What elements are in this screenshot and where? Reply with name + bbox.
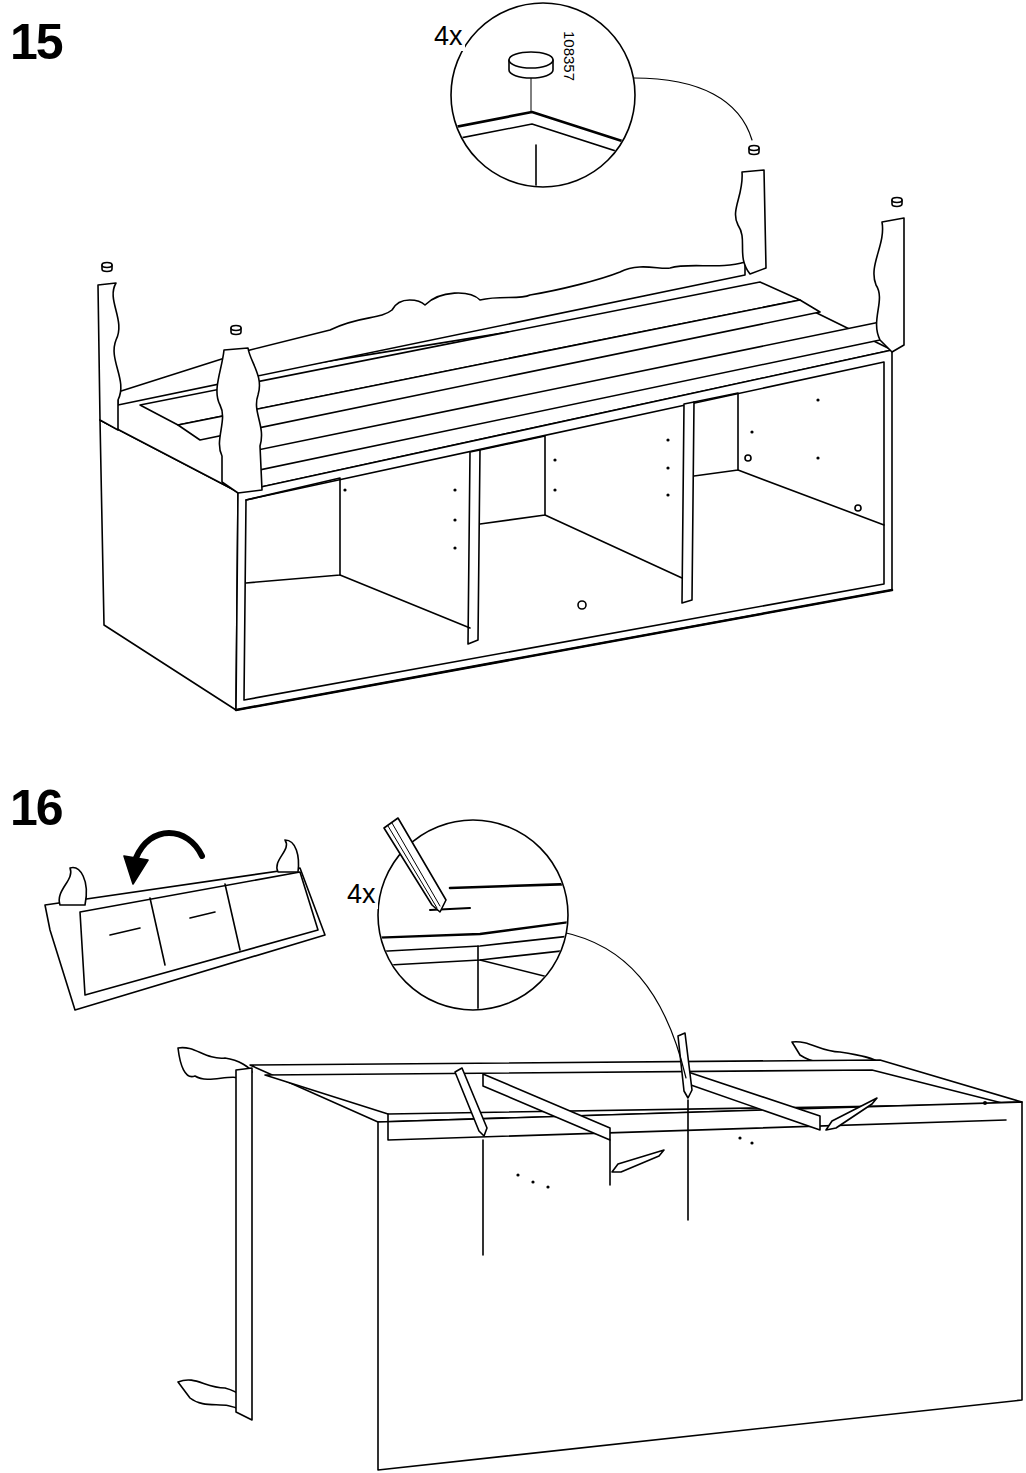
detail-callout [451,3,635,187]
quantity-label: 4x [345,880,378,909]
step-number: 15 [8,16,64,68]
part-number: 108357 [561,29,578,83]
step-number: 16 [8,782,64,834]
detail-callout [378,820,568,1010]
quantity-label: 4x [432,22,465,51]
front-rail [248,322,880,472]
